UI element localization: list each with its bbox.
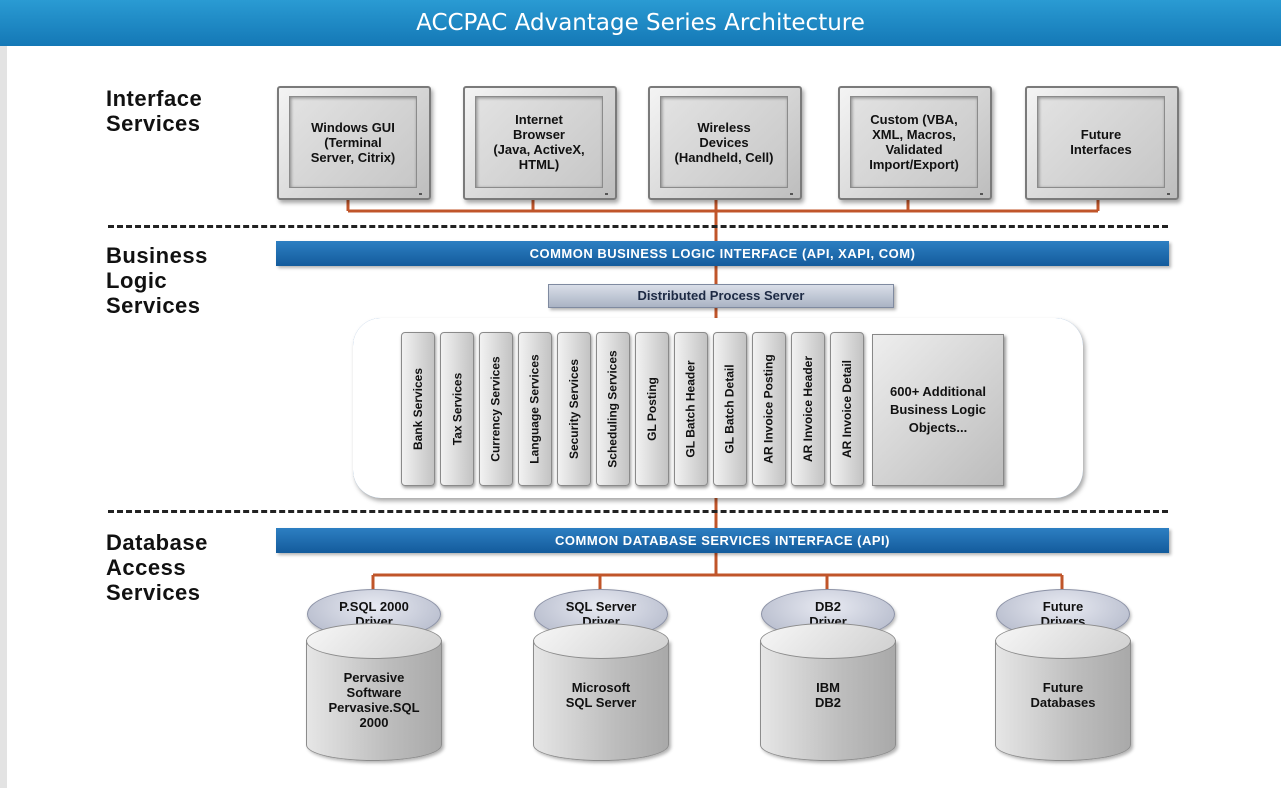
process-server-box: Distributed Process Server [548, 284, 894, 308]
interface-label: Wireless Devices (Handheld, Cell) [660, 96, 788, 188]
database-label: Pervasive Software Pervasive.SQL 2000 [328, 670, 420, 730]
repository-object: Tax Services [440, 332, 474, 486]
business-logic-interface-bar: COMMON BUSINESS LOGIC INTERFACE (API, XA… [276, 241, 1169, 266]
interface-label: Custom (VBA, XML, Macros, Validated Impo… [850, 96, 978, 188]
section-label-business: Business Logic Services [106, 243, 208, 318]
repository-object: AR Invoice Detail [830, 332, 864, 486]
section-label-interface: Interface Services [106, 86, 203, 136]
repository-object: Bank Services [401, 332, 435, 486]
interface-monitor: Custom (VBA, XML, Macros, Validated Impo… [838, 86, 992, 200]
repository-object: AR Invoice Posting [752, 332, 786, 486]
page-title: ACCPAC Advantage Series Architecture [0, 0, 1281, 46]
repository-object: Security Services [557, 332, 591, 486]
interface-label: Windows GUI (Terminal Server, Citrix) [289, 96, 417, 188]
repository-object: GL Batch Detail [713, 332, 747, 486]
object-repository-label: OBJECT REPOSITORY [369, 338, 383, 478]
database-services-interface-bar: COMMON DATABASE SERVICES INTERFACE (API) [276, 528, 1169, 553]
left-margin-bar [0, 46, 7, 788]
additional-objects-box: 600+ Additional Business Logic Objects..… [872, 334, 1004, 486]
repository-object: AR Invoice Header [791, 332, 825, 486]
section-divider [108, 510, 1168, 513]
interface-label: Internet Browser (Java, ActiveX, HTML) [475, 96, 603, 188]
section-label-database: Database Access Services [106, 530, 208, 605]
interface-monitor: Wireless Devices (Handheld, Cell) [648, 86, 802, 200]
interface-monitor: Internet Browser (Java, ActiveX, HTML) [463, 86, 617, 200]
database-cylinder: Microsoft SQL Server [533, 623, 669, 761]
database-label: Future Databases [1030, 680, 1096, 710]
repository-object: GL Batch Header [674, 332, 708, 486]
repository-object: Currency Services [479, 332, 513, 486]
database-label: IBM DB2 [814, 680, 841, 710]
database-cylinder: IBM DB2 [760, 623, 896, 761]
section-divider [108, 225, 1168, 228]
database-cylinder: Future Databases [995, 623, 1131, 761]
database-cylinder: Pervasive Software Pervasive.SQL 2000 [306, 623, 442, 761]
interface-monitor: Future Interfaces [1025, 86, 1179, 200]
interface-label: Future Interfaces [1037, 96, 1165, 188]
interface-monitor: Windows GUI (Terminal Server, Citrix) [277, 86, 431, 200]
repository-object: GL Posting [635, 332, 669, 486]
database-label: Microsoft SQL Server [565, 680, 637, 710]
repository-object: Language Services [518, 332, 552, 486]
repository-object: Scheduling Services [596, 332, 630, 486]
